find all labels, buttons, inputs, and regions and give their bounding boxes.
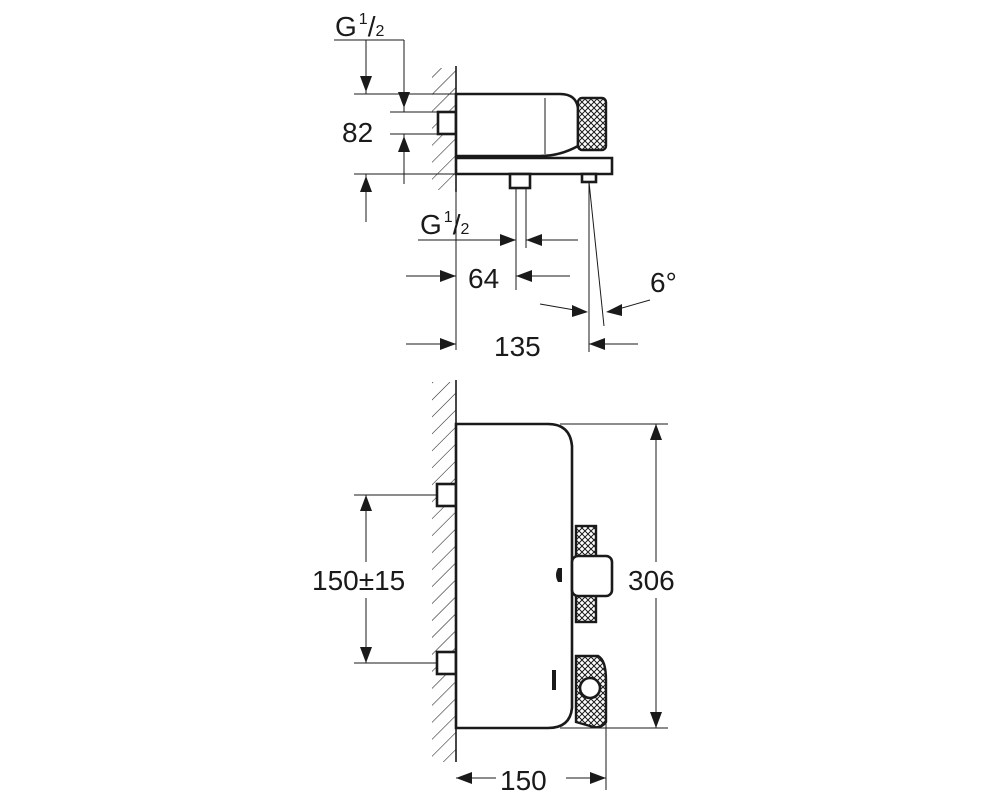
height-306-label: 306 <box>628 565 675 596</box>
width-150-label: 150 <box>500 765 547 796</box>
inlet-spacing-label: 150±15 <box>312 565 405 596</box>
front-view: 150±15 306 150 <box>312 380 690 796</box>
inlet-connector-side <box>436 110 458 136</box>
mixer-body-side <box>454 92 580 158</box>
bottom-connector <box>508 172 532 190</box>
spout-outlet <box>580 172 598 184</box>
angle-6-label: 6° <box>650 267 677 298</box>
offset-64-label: 64 <box>468 263 499 294</box>
knob-cap <box>570 554 614 598</box>
shelf-side <box>454 156 614 176</box>
temp-marker <box>556 568 562 582</box>
height-82-label: 82 <box>342 117 373 148</box>
mixer-body-front <box>454 422 574 730</box>
inlet-connector-upper <box>435 482 458 508</box>
knob-side <box>576 96 608 152</box>
wall-hatch-front <box>432 382 456 762</box>
flow-marker <box>552 670 556 690</box>
inlet-connector-lower <box>435 650 458 676</box>
depth-135-label: 135 <box>494 331 541 362</box>
flow-knob-cap <box>578 676 602 700</box>
